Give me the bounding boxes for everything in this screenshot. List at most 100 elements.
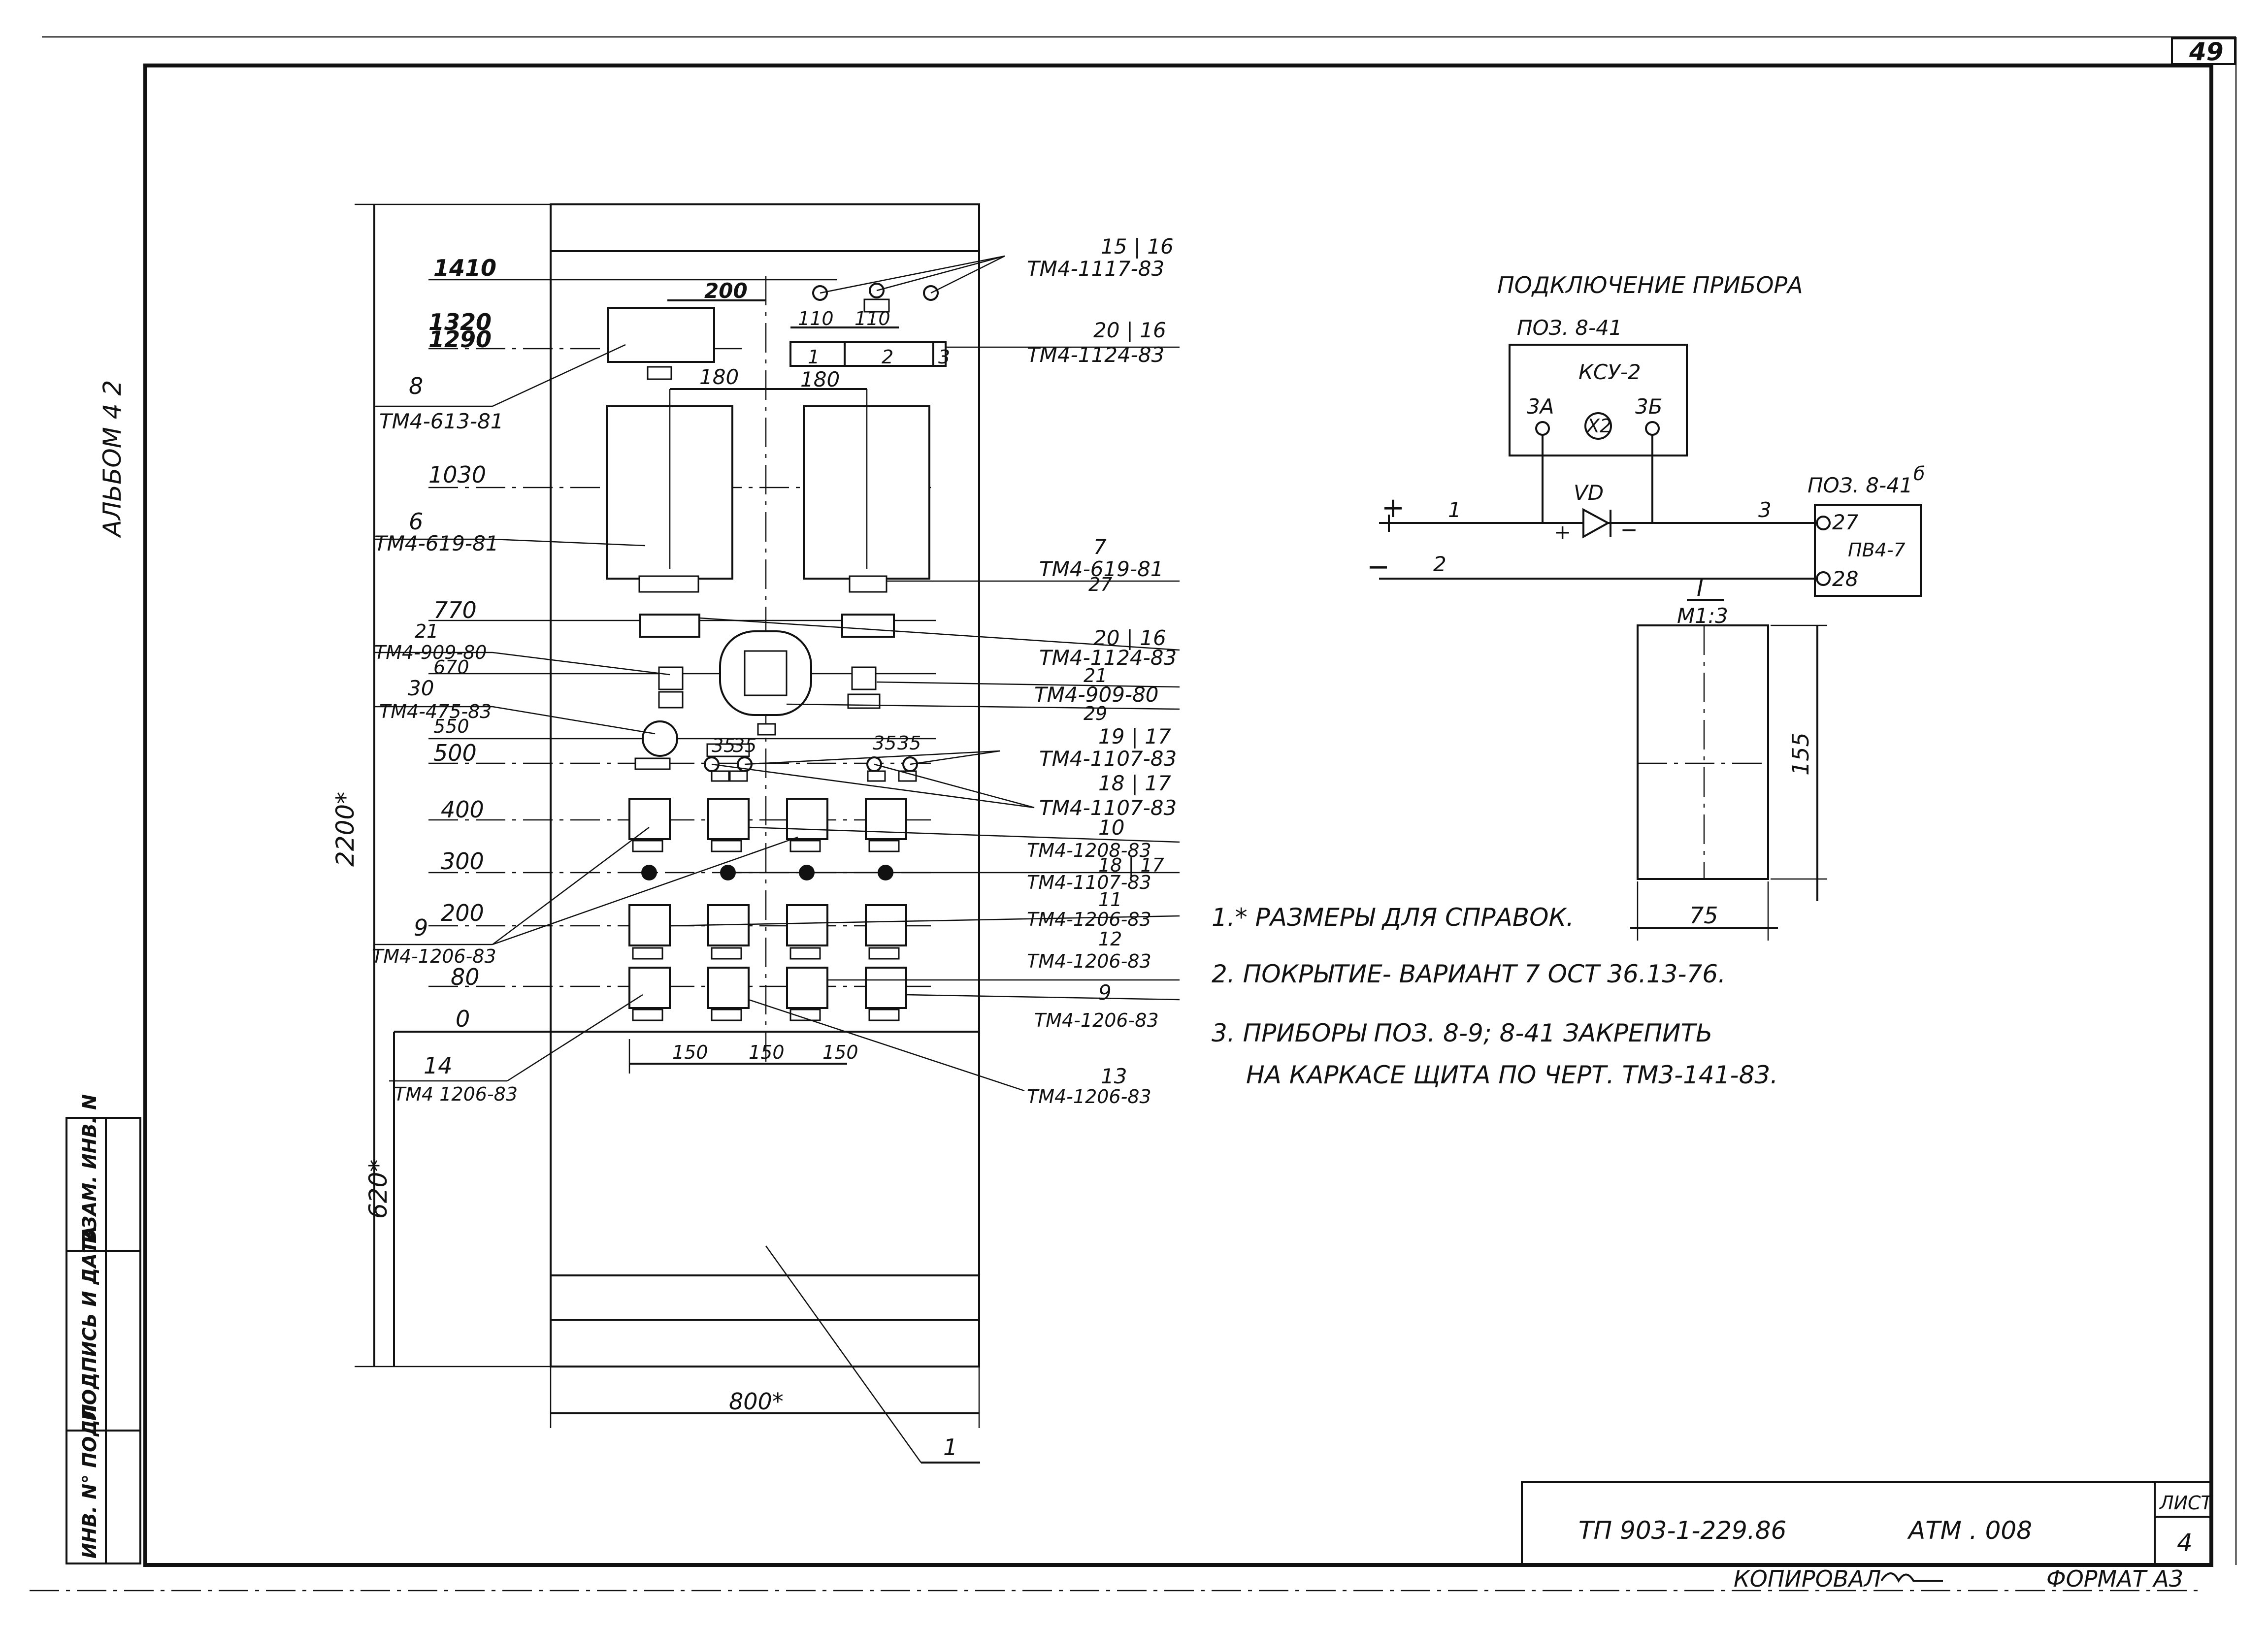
terminal-3a: 3А bbox=[1527, 394, 1554, 419]
connection-pos-right-sup: б bbox=[1913, 463, 1925, 485]
level-1320: 1320 bbox=[428, 309, 492, 335]
title-block bbox=[1521, 1481, 2212, 1566]
leader-1-label: 1 bbox=[943, 1434, 957, 1461]
right-callout-19-17-ref: ТМ4-1107-83 bbox=[1039, 747, 1177, 771]
dim-110-b: 110 bbox=[855, 308, 890, 329]
album-label: АЛЬБОМ 4 2 bbox=[98, 380, 127, 538]
device-label: КСУ-2 bbox=[1578, 360, 1641, 384]
right-callout-15-16-ref: ТМ4-1117-83 bbox=[1027, 257, 1164, 281]
right-callout-10-num: 10 bbox=[1098, 815, 1124, 840]
level-80: 80 bbox=[451, 964, 480, 990]
grid-row-400 bbox=[628, 798, 907, 852]
left-callout-30-ref: ТМ4-475-83 bbox=[379, 701, 492, 722]
document-code: АТМ . 008 bbox=[1907, 1516, 2032, 1545]
right-callout-7-num: 7 bbox=[1093, 535, 1107, 559]
panel-dimensions bbox=[355, 203, 980, 1464]
left-callout-8-num: 8 bbox=[409, 373, 423, 399]
right-callout-7-ref: ТМ4-619-81 bbox=[1039, 557, 1164, 581]
right-callout-20-16-ref: ТМ4-1124-83 bbox=[1027, 343, 1164, 367]
grid-row-80 bbox=[628, 967, 907, 1021]
width-dimension: 800* bbox=[729, 1388, 784, 1415]
dim-180-a: 180 bbox=[699, 365, 739, 389]
mark-35-a: 35 bbox=[712, 735, 735, 756]
detail-scale: М1:3 bbox=[1677, 604, 1728, 628]
diode-plus: + bbox=[1554, 520, 1571, 544]
terminal-x2: Х2 bbox=[1586, 415, 1611, 437]
detail-label: I bbox=[1697, 575, 1704, 601]
right-callout-18-17b-ref: ТМ4-1107-83 bbox=[1027, 872, 1151, 893]
right-callout-15-16-num: 15 | 16 bbox=[1101, 234, 1174, 259]
wire-2: 2 bbox=[1433, 552, 1446, 576]
detail-view bbox=[1630, 599, 1827, 941]
lower-dimension: 620* bbox=[364, 1160, 393, 1219]
note-3: 3. ПРИБОРЫ ПОЗ. 8-9; 8-41 ЗАКРЕПИТЬ bbox=[1212, 1019, 1712, 1047]
right-callout-11-num: 11 bbox=[1098, 889, 1122, 911]
grid-row-200 bbox=[628, 904, 907, 960]
note-1: 1.* РАЗМЕРЫ ДЛЯ СПРАВОК. bbox=[1212, 903, 1574, 932]
slot-label-3: 3 bbox=[938, 346, 950, 368]
right-callout-21-num: 21 bbox=[1084, 665, 1107, 686]
left-callout-lines bbox=[374, 344, 798, 1082]
diode-label: VD bbox=[1574, 481, 1604, 505]
left-callout-8-ref: ТМ4-613-81 bbox=[379, 409, 504, 433]
left-callout-14-num: 14 bbox=[424, 1052, 453, 1079]
connection-diagram bbox=[1379, 344, 1922, 597]
side-stamp: ИНВ. N° ПОДЛ ПОДПИСЬ И ДАТА ВЗАМ. ИНВ. N bbox=[66, 1094, 141, 1564]
dim-150-b: 150 bbox=[749, 1042, 785, 1063]
right-callout-9-num: 9 bbox=[1098, 980, 1112, 1005]
stamp-sign-label: ПОДПИСЬ И ДАТА bbox=[79, 1226, 100, 1421]
terminal-3b: 3Б bbox=[1635, 394, 1663, 419]
level-550: 550 bbox=[433, 716, 469, 737]
terminal-27: 27 bbox=[1832, 510, 1859, 534]
stamp-replace-label: ВЗАМ. ИНВ. N bbox=[79, 1094, 100, 1243]
right-callout-13-ref: ТМ4-1206-83 bbox=[1027, 1086, 1151, 1107]
slot-label-1: 1 bbox=[808, 346, 820, 368]
detail-height: 155 bbox=[1787, 732, 1814, 776]
wire-1: 1 bbox=[1448, 498, 1461, 522]
level-500: 500 bbox=[433, 740, 477, 766]
right-callout-20-16-num: 20 | 16 bbox=[1093, 318, 1166, 342]
sheet-number: 49 bbox=[2189, 37, 2224, 66]
note-3-cont: НА КАРКАСЕ ЩИТА ПО ЧЕРТ. ТМ3-141-83. bbox=[1246, 1061, 1778, 1089]
sheet-value: 4 bbox=[2177, 1529, 2193, 1557]
dim-110-a: 110 bbox=[798, 308, 834, 329]
project-code: ТП 903-1-229.86 bbox=[1578, 1516, 1786, 1545]
footer-format: ФОРМАТ А3 bbox=[2046, 1565, 2183, 1592]
dim-150-c: 150 bbox=[822, 1042, 858, 1063]
connection-pos-right: ПОЗ. 8-41 bbox=[1808, 473, 1913, 497]
left-callout-14-ref: ТМ4 1206-83 bbox=[394, 1083, 518, 1105]
detail-width: 75 bbox=[1689, 902, 1718, 929]
panel-front-view bbox=[394, 203, 980, 1368]
level-200: 200 bbox=[441, 900, 484, 926]
left-callout-9-num: 9 bbox=[414, 914, 428, 941]
left-callout-21-ref: ТМ4-909-80 bbox=[374, 642, 487, 663]
right-callout-27-num: 27 bbox=[1088, 574, 1112, 595]
right-callout-13-num: 13 bbox=[1101, 1064, 1127, 1088]
right-callout-19-17-num: 19 | 17 bbox=[1098, 724, 1171, 749]
left-callout-6-num: 6 bbox=[409, 508, 423, 535]
input-plus: + bbox=[1381, 492, 1405, 524]
mark-30: 30 bbox=[408, 676, 434, 700]
right-callout-12-ref: ТМ4-1206-83 bbox=[1027, 950, 1151, 972]
right-callout-21-ref: ТМ4-909-80 bbox=[1034, 683, 1159, 707]
right-callout-lines bbox=[669, 255, 1180, 1092]
level-300: 300 bbox=[441, 848, 484, 875]
connection-title: ПОДКЛЮЧЕНИЕ ПРИБОРА bbox=[1497, 272, 1803, 298]
right-callout-29-num: 29 bbox=[1084, 703, 1107, 724]
left-callout-6-ref: ТМ4-619-81 bbox=[374, 531, 499, 555]
footer-copied: КОПИРОВАЛ bbox=[1734, 1565, 1881, 1592]
level-1410: 1410 bbox=[433, 255, 496, 281]
level-670: 670 bbox=[433, 656, 469, 678]
slot-label-2: 2 bbox=[882, 346, 893, 368]
dim-200: 200 bbox=[704, 279, 748, 303]
mark-35-c: 35 bbox=[873, 732, 896, 754]
dim-150-a: 150 bbox=[672, 1042, 708, 1063]
right-callout-20-16b-ref: ТМ4-1124-83 bbox=[1039, 646, 1177, 670]
right-callout-18-17-ref: ТМ4-1107-83 bbox=[1039, 796, 1177, 820]
level-0: 0 bbox=[456, 1006, 470, 1032]
notes: 1.* РАЗМЕРЫ ДЛЯ СПРАВОК. 2. ПОКРЫТИЕ- ВА… bbox=[1212, 903, 1778, 1089]
mark-21: 21 bbox=[415, 620, 438, 642]
mark-35-d: 35 bbox=[897, 732, 921, 754]
right-callout-18-17b-num: 18 | 17 bbox=[1098, 854, 1164, 877]
